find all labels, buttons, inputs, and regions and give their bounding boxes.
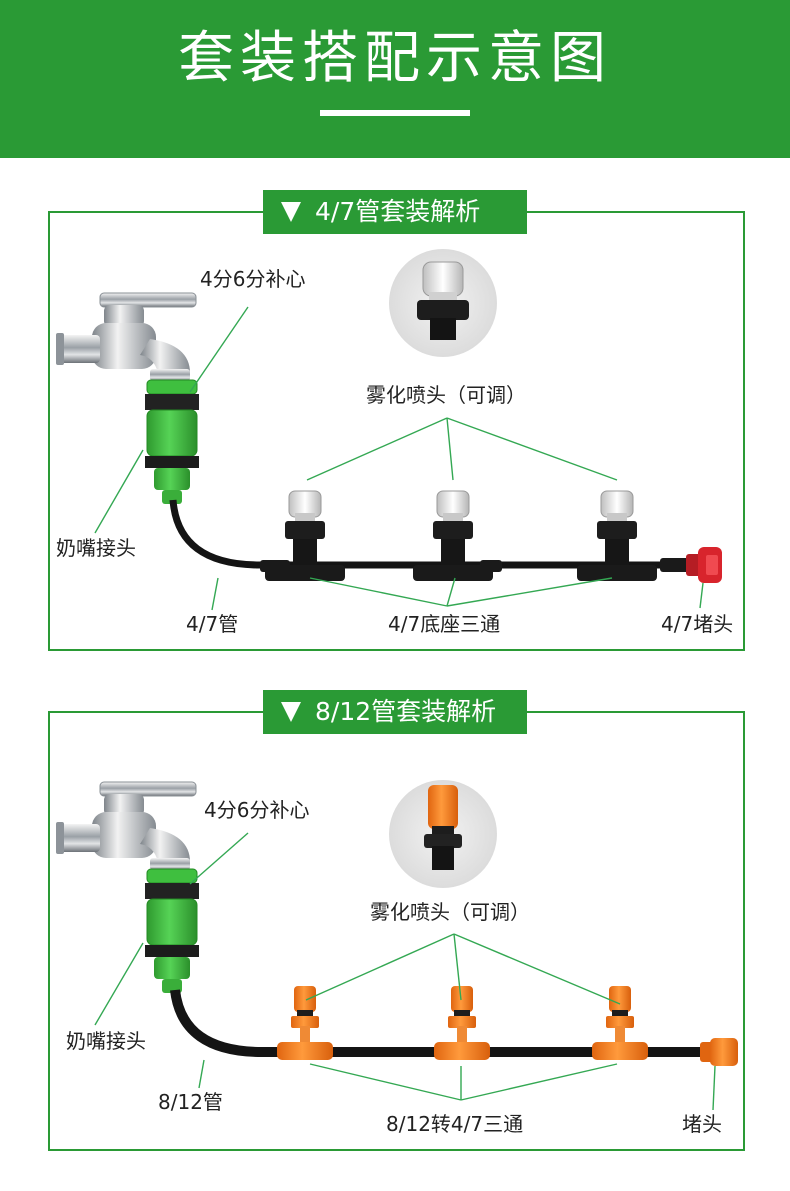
faucet-icon: [55, 781, 197, 871]
label-tee: 8/12转4/7三通: [386, 1112, 524, 1136]
tee-fitting-icon: [592, 986, 648, 1060]
page-title: 套装搭配示意图: [178, 26, 612, 91]
label-pipe: 4/7管: [186, 612, 239, 636]
pipe-8-12: [170, 989, 705, 1057]
label-pipe: 8/12管: [158, 1090, 223, 1114]
end-plug-icon: [700, 1038, 738, 1066]
pipe-4-7: [169, 499, 700, 569]
label-plug: 堵头: [682, 1112, 722, 1136]
label-tee: 4/7底座三通: [388, 612, 501, 636]
label-connector: 奶嘴接头: [66, 1029, 146, 1053]
title-underline: [320, 110, 470, 116]
leader-lines-1: [94, 306, 704, 611]
leader-lines-2: [94, 832, 716, 1111]
end-plug-icon: [686, 547, 722, 583]
connector-icon: [144, 379, 200, 505]
tee-fitting-icon: [434, 986, 490, 1060]
section-2-tag: 8/12管套装解析: [263, 690, 527, 734]
page-header: 套装搭配示意图: [0, 0, 790, 158]
section-2-tag-label: 8/12管套装解析: [315, 697, 497, 726]
connector-icon: [144, 868, 200, 994]
label-nozzle: 雾化喷头（可调）: [370, 900, 530, 924]
section-2-diagram: [55, 780, 738, 1111]
tee-fitting-icon: [277, 986, 333, 1060]
mist-nozzle-icon: [389, 780, 497, 888]
label-insert: 4分6分补心: [200, 267, 306, 291]
label-insert: 4分6分补心: [204, 798, 310, 822]
section-1-tag-label: 4/7管套装解析: [315, 197, 481, 226]
mist-nozzle-icon: [389, 249, 497, 357]
label-connector: 奶嘴接头: [56, 536, 136, 560]
faucet-icon: [55, 292, 197, 382]
label-plug: 4/7堵头: [661, 612, 734, 636]
down-arrow-icon: [281, 702, 301, 722]
label-nozzle: 雾化喷头（可调）: [366, 383, 526, 407]
section-1-tag: 4/7管套装解析: [263, 190, 527, 234]
section-1-diagram: [55, 249, 722, 611]
tee-fitting-icon: [576, 490, 658, 582]
down-arrow-icon: [281, 202, 301, 222]
